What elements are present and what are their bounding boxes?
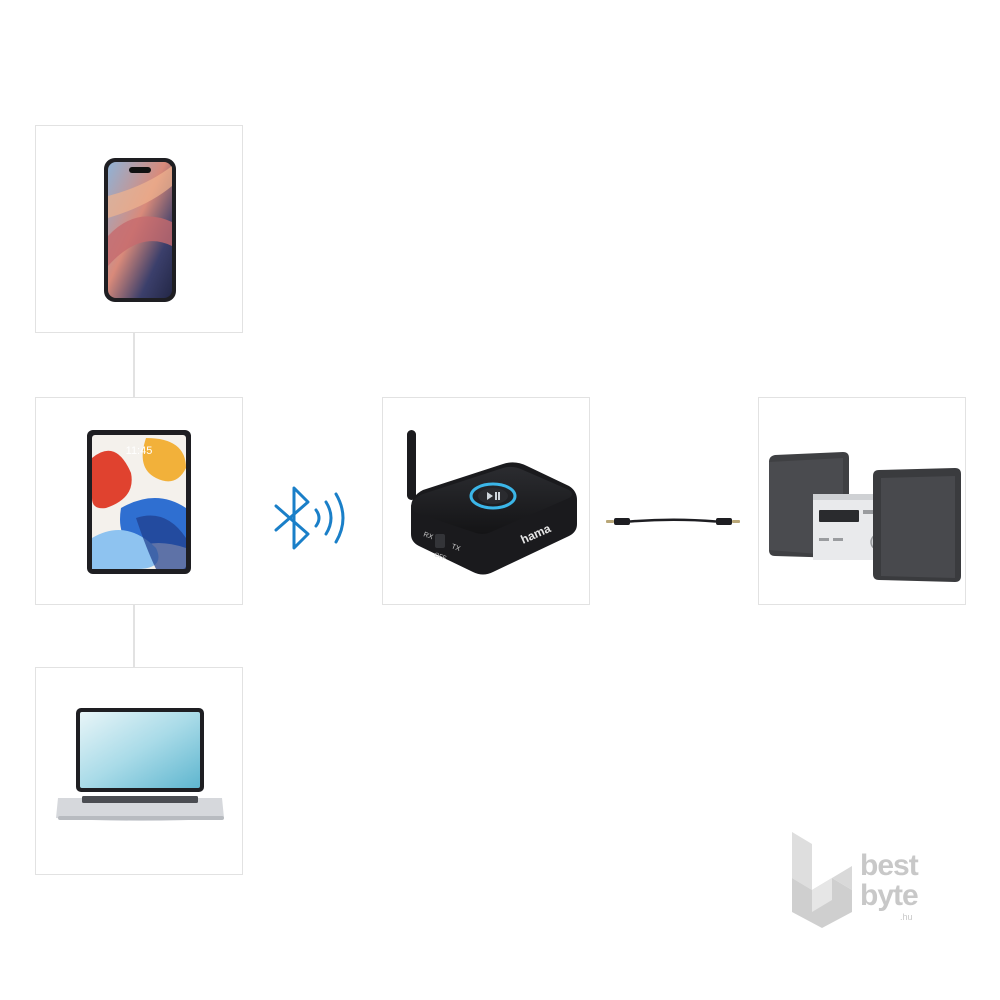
watermark-text-best: best (860, 849, 919, 882)
connector-line (133, 333, 135, 397)
connector-line (133, 605, 135, 667)
smartphone-icon (104, 158, 176, 302)
watermark-text-suffix: .hu (900, 912, 913, 922)
bluetooth-icon (274, 486, 345, 550)
switch-label-rx: RX (422, 531, 434, 541)
laptop-icon (56, 708, 224, 821)
smartphone-box (35, 125, 243, 333)
stereo-system-box (758, 397, 966, 605)
switch-label-off: OFF (433, 552, 447, 562)
tablet-box: 11:45 (35, 397, 243, 605)
bluetooth-receiver-box: RX OFF TX hama (382, 397, 590, 605)
bluetooth-receiver-icon: RX OFF TX hama (407, 430, 577, 575)
switch-label-tx: TX (450, 543, 461, 553)
aux-cable-icon (606, 518, 740, 525)
laptop-box (35, 667, 243, 875)
stereo-system-icon (769, 452, 961, 582)
tablet-icon: 11:45 (87, 430, 191, 574)
tablet-clock-label: 11:45 (126, 445, 153, 457)
bestbyte-watermark: best byte .hu (788, 830, 938, 930)
bestbyte-logo-icon (792, 832, 852, 928)
watermark-text-byte: byte (860, 879, 919, 912)
